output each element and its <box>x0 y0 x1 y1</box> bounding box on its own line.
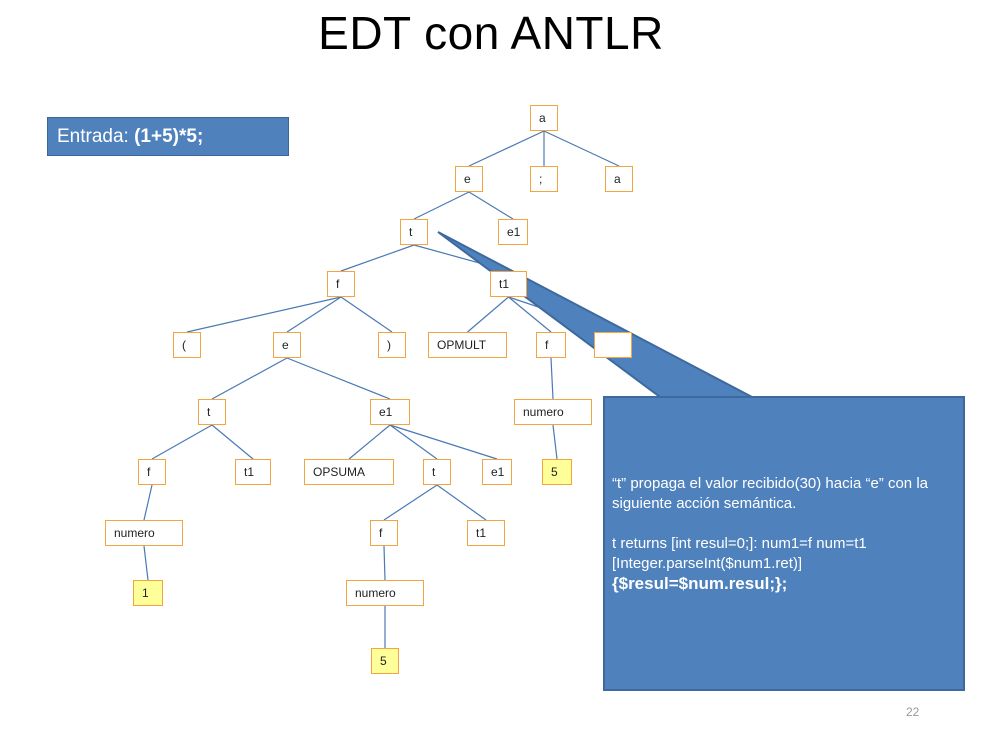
node-f: f <box>536 332 566 358</box>
tree-edge <box>508 296 552 333</box>
tree-edge <box>211 424 254 460</box>
tree-edge <box>436 484 487 521</box>
tree-edge <box>389 424 438 460</box>
node-t1: t1 <box>467 520 505 546</box>
node-rparen: ) <box>378 332 406 358</box>
tree-edge <box>151 424 213 460</box>
node-e1: e1 <box>370 399 410 425</box>
node-e1: e1 <box>498 219 528 245</box>
tree-edge <box>340 296 393 333</box>
tree-edge <box>389 424 498 460</box>
tree-edge <box>143 484 153 521</box>
node-f: f <box>327 271 355 297</box>
tree-edge <box>186 296 342 333</box>
tree-edge <box>413 191 470 220</box>
node-t: t <box>400 219 428 245</box>
leaf-number: 1 <box>133 580 163 606</box>
callout-text: “t” propaga el valor recibido(30) hacia … <box>612 474 957 594</box>
tree-edge <box>468 191 514 220</box>
callout-line-2: t returns [int resul=0;]: num1=f num=t1 … <box>612 535 867 572</box>
node-f: f <box>138 459 166 485</box>
tree-edge <box>467 296 509 333</box>
node-e: e <box>273 332 301 358</box>
node-t1: t1 <box>490 271 527 297</box>
tree-edge <box>143 545 149 581</box>
callout-box <box>437 231 965 691</box>
slide-title: EDT con ANTLR <box>318 7 664 59</box>
tree-edge <box>383 484 438 521</box>
tree-edge <box>550 357 554 400</box>
tree-edge <box>286 296 342 333</box>
callout-line-1: “t” propaga el valor recibido(30) hacia … <box>612 475 928 512</box>
page-number: 22 <box>906 705 920 719</box>
input-label: Entrada: <box>57 126 129 147</box>
tree-edge <box>383 545 386 581</box>
tree-edge <box>543 130 620 167</box>
node-a: a <box>605 166 633 192</box>
node-a-root: a <box>530 105 558 131</box>
tree-edge <box>468 130 545 167</box>
input-value: (1+5)*5; <box>134 126 204 147</box>
tree-edge <box>340 244 415 272</box>
leaf-number: 5 <box>542 459 572 485</box>
node-hidden <box>594 332 632 358</box>
node-e1: e1 <box>482 459 512 485</box>
node-numero: numero <box>514 399 592 425</box>
leaf-number: 5 <box>371 648 399 674</box>
node-semicolon: ; <box>530 166 558 192</box>
node-t1: t1 <box>235 459 271 485</box>
node-e: e <box>455 166 483 192</box>
input-expression-box: Entrada: (1+5)*5; <box>47 117 289 156</box>
tree-edge <box>211 357 288 400</box>
tree-edge <box>552 424 558 460</box>
node-opmult: OPMULT <box>428 332 507 358</box>
node-opsuma: OPSUMA <box>304 459 394 485</box>
node-t: t <box>423 459 451 485</box>
callout-line-3: {$resul=$num.resul;}; <box>612 574 788 593</box>
tree-edge <box>348 424 391 460</box>
node-f: f <box>370 520 398 546</box>
tree-edge <box>286 357 391 400</box>
node-t: t <box>198 399 226 425</box>
node-numero: numero <box>105 520 183 546</box>
node-lparen: ( <box>173 332 201 358</box>
node-numero: numero <box>346 580 424 606</box>
